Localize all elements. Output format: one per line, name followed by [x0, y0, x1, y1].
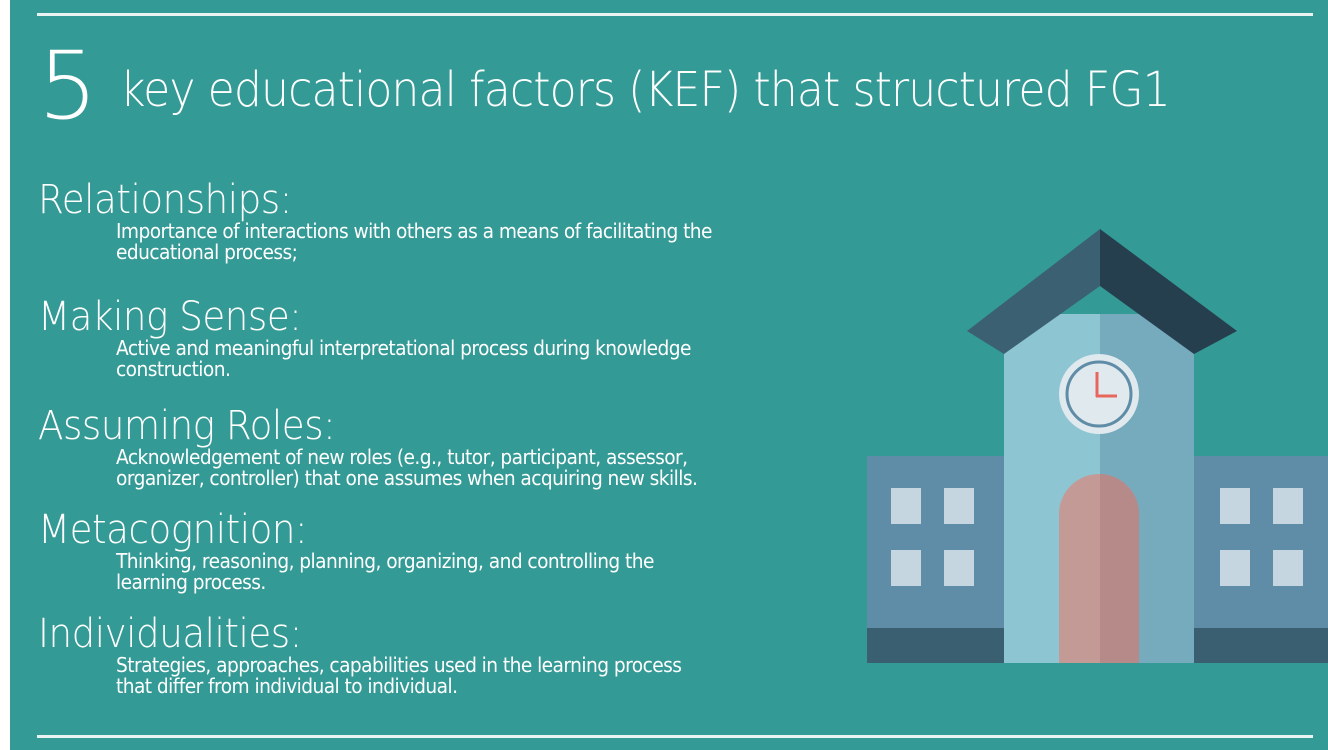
description-line: learning process. — [116, 570, 266, 594]
window — [1220, 488, 1250, 524]
window — [1273, 488, 1303, 524]
title-text: key educational factors (KEF) that struc… — [119, 62, 1171, 118]
slide: 5 key educational factors (KEF) that str… — [10, 0, 1328, 750]
factor-description: Strategies, approaches, capabilities use… — [116, 653, 682, 698]
clock-face — [1059, 354, 1139, 434]
roof-right — [1100, 229, 1237, 354]
factor-description: Active and meaningful interpretational p… — [116, 338, 691, 380]
window — [944, 550, 974, 586]
title-number: 5 — [38, 32, 98, 141]
window — [891, 550, 921, 586]
school-building-svg — [867, 229, 1328, 663]
factor-description: Importance of interactions with others a… — [116, 221, 712, 263]
factor-making-sense: Making Sense: Active and meaningful inte… — [38, 297, 734, 380]
factor-metacognition: Metacognition: Thinking, reasoning, plan… — [38, 510, 694, 593]
description-line: Active and meaningful interpretational p… — [116, 336, 691, 360]
description-line: Acknowledgement of new roles (e.g., tuto… — [116, 445, 688, 469]
description-line: organizer, controller) that one assumes … — [116, 466, 698, 490]
factor-individualities: Individualities: Strategies, approaches,… — [38, 614, 724, 697]
window — [944, 488, 974, 524]
description-line: Thinking, reasoning, planning, organizin… — [116, 549, 654, 573]
left-wing — [867, 456, 1004, 632]
description-line: that differ from individual to individua… — [116, 674, 458, 698]
factor-name: Assuming Roles: — [38, 403, 336, 449]
top-divider — [37, 13, 1313, 16]
school-building-icon — [867, 226, 1328, 670]
description-line: educational process; — [116, 240, 298, 264]
window — [1220, 550, 1250, 586]
factor-name: Making Sense: — [38, 294, 302, 340]
right-wing — [1194, 456, 1328, 632]
description-line: Strategies, approaches, capabilities use… — [116, 653, 682, 677]
description-line: construction. — [116, 357, 231, 381]
window — [891, 488, 921, 524]
factor-assuming-roles: Assuming Roles: Acknowledgement of new r… — [38, 406, 741, 489]
factor-description: Thinking, reasoning, planning, organizin… — [116, 551, 654, 593]
left-base — [867, 628, 1004, 663]
window — [1273, 550, 1303, 586]
description-line: Importance of interactions with others a… — [116, 219, 712, 243]
factor-name: Individualities: — [38, 611, 302, 657]
factor-relationships: Relationships: Importance of interaction… — [38, 180, 757, 263]
factor-name: Metacognition: — [38, 507, 308, 553]
factor-name: Relationships: — [38, 177, 292, 223]
right-base — [1194, 628, 1328, 663]
slide-title: 5 key educational factors (KEF) that str… — [38, 40, 1261, 134]
roof-left — [967, 229, 1100, 354]
factor-description: Acknowledgement of new roles (e.g., tuto… — [116, 445, 698, 490]
bottom-divider — [37, 735, 1313, 738]
